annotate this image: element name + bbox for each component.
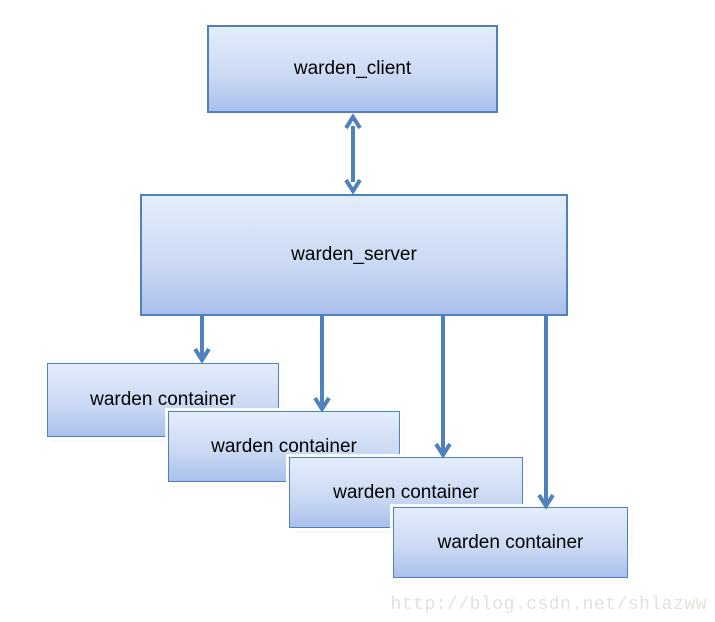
node-warden-container-4-label: warden container [437,531,584,553]
node-warden-server: warden_server [140,194,568,316]
watermark-text: http://blog.csdn.net/shlazww [390,595,707,615]
node-warden-container-1-label: warden container [90,389,236,410]
node-warden-container-4: warden container [393,507,628,578]
arrow-server-container-3-icon [434,316,452,459]
double-arrow-client-server-icon [344,113,362,195]
node-warden-container-3-label: warden container [333,481,479,503]
node-warden-server-label: warden_server [291,244,417,265]
node-warden-client: warden_client [207,25,498,113]
arrow-server-container-1-icon [193,316,211,364]
node-warden-container-1: warden container [47,363,279,437]
node-warden-client-label: warden_client [293,58,412,79]
arrow-server-container-2-icon [313,316,331,413]
node-warden-container-2-label: warden container [211,435,357,457]
arrow-server-container-4-icon [537,316,555,510]
